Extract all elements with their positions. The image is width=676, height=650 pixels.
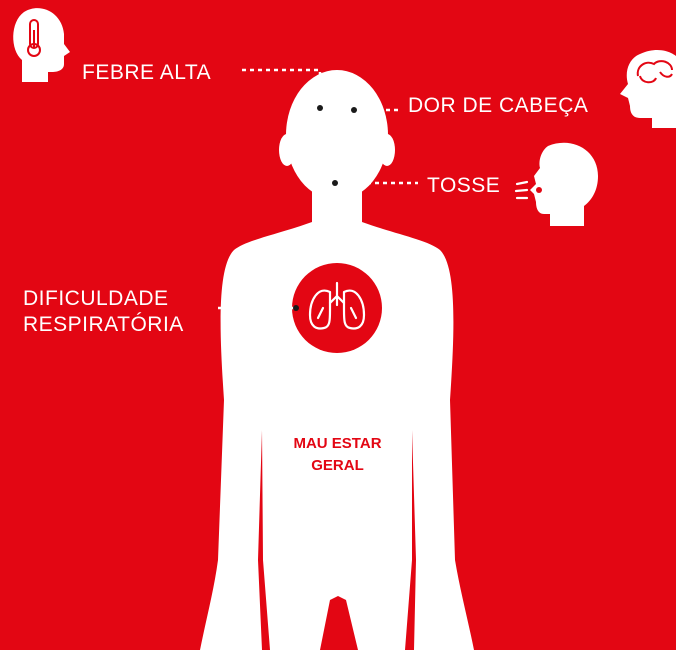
- malaise-label: MAU ESTAR GERAL: [250, 433, 425, 477]
- malaise-label-line1: MAU ESTAR: [293, 435, 382, 452]
- cough-label: TOSSE: [427, 174, 501, 197]
- lungs-icon: [292, 263, 382, 353]
- brain-head-icon: [620, 50, 676, 128]
- fever-label: FEBRE ALTA: [82, 61, 212, 84]
- body-silhouette: [200, 70, 474, 650]
- malaise-label-line2: GERAL: [311, 457, 364, 474]
- leader-dots: [293, 105, 357, 311]
- breathing-label-line2: RESPIRATÓRIA: [23, 313, 184, 336]
- thermometer-head-icon: [13, 8, 71, 82]
- headache-label: DOR DE CABEÇA: [408, 94, 589, 117]
- breathing-label-line1: DIFICULDADE: [23, 287, 169, 310]
- breathing-difficulty-label: DIFICULDADE RESPIRATÓRIA: [23, 286, 184, 338]
- leader-lines: [218, 68, 418, 310]
- coughing-head-icon: [514, 142, 598, 226]
